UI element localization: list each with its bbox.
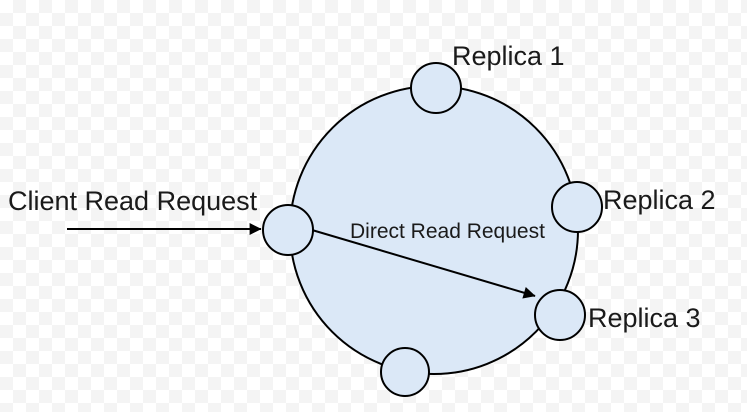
unlabeled-node <box>380 347 430 397</box>
replica-3-label: Replica 3 <box>588 303 701 333</box>
replica-3-node <box>534 289 586 341</box>
entry-node <box>262 204 314 256</box>
replica-1-node <box>410 62 462 114</box>
direct-read-request-label: Direct Read Request <box>350 220 545 243</box>
client-read-request-label: Client Read Request <box>8 186 258 216</box>
replica-2-label: Replica 2 <box>603 185 716 215</box>
replica-1-label: Replica 1 <box>452 41 565 71</box>
direct-read-arrow <box>311 229 536 299</box>
replica-2-node <box>551 181 603 233</box>
